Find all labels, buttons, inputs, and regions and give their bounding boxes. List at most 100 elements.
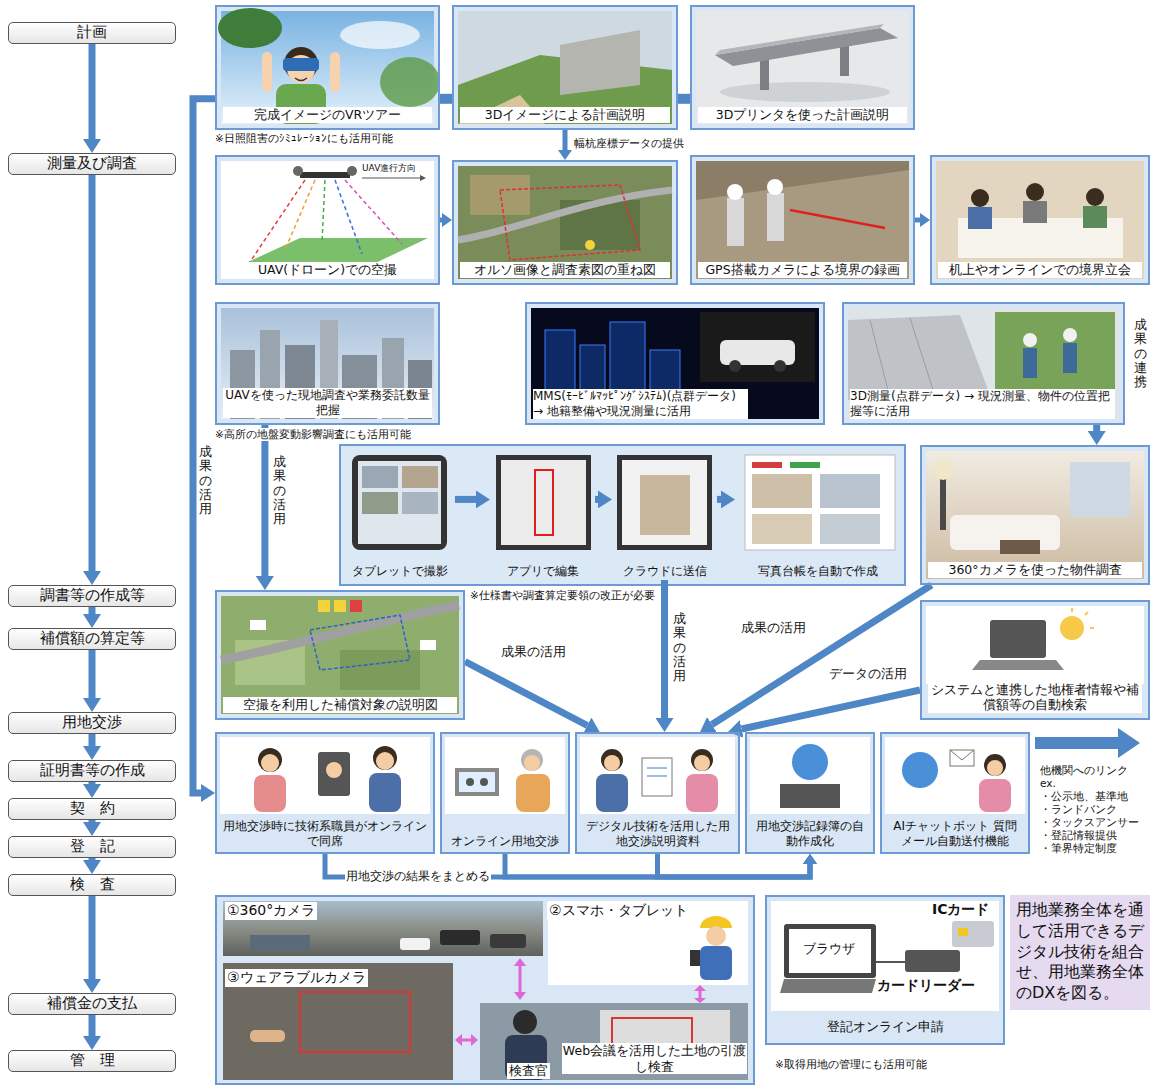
caption: AIチャットボット 質問メール自動送付機能 [888, 819, 1022, 849]
connector-arrow [1093, 425, 1100, 431]
process-step: 契 約 [8, 798, 176, 820]
summary-text: 用地業務全体を通して活用できるデジタル技術を組合せ、用地業務全体のDXを図る。 [1016, 900, 1144, 1004]
search-illustration [926, 606, 1144, 684]
photo-card: 360°カメラを使った物件調査 [920, 445, 1150, 585]
edge-label: データの活用 [828, 666, 908, 682]
note-text: ・登記情報提供 [1040, 829, 1117, 842]
negotiation-illustrations [220, 737, 1025, 814]
room-photo [926, 451, 1144, 579]
connector-arrow [89, 44, 96, 139]
connector-arrow [717, 496, 721, 503]
process-step: 証明書等の作成 [8, 760, 176, 782]
edge-label: 成果の活用 [673, 612, 686, 683]
online-registry-illustration [771, 901, 999, 1011]
photo-card: ①360°カメラ ②スマホ・タブレット ③ウェアラブルカメラ検査官 Web会議を活用し… [215, 895, 755, 1085]
edge-label: 成果の活用 [740, 620, 807, 636]
connector-arrow [89, 858, 96, 860]
process-step: 管 理 [8, 1050, 176, 1072]
connector-arrow [505, 854, 810, 877]
photo-card: 机上やオンラインでの境界立会 [930, 155, 1150, 285]
note-text: 他機関へのリンク [1040, 764, 1128, 777]
edge-label: 成果の連携 [1134, 318, 1147, 389]
connector-band [440, 94, 452, 104]
photo-card: 完成イメージのVRツアー [215, 5, 440, 130]
connector-arrow [595, 496, 598, 503]
edge-label: 成果の活用 [199, 445, 212, 516]
connector-arrow [89, 1015, 96, 1036]
caption: ICカード [930, 901, 991, 919]
caption: ②スマホ・タブレット [547, 902, 690, 920]
meeting-photo [936, 161, 1144, 279]
caption: ①360°カメラ [225, 902, 317, 920]
photo-card: オルソ画像と調査素図の重ね図 [452, 160, 678, 285]
connector-arrow [193, 99, 215, 793]
step-label: 登 記 [9, 837, 175, 857]
caption: UAV(ドローン)での空撮 [223, 262, 432, 278]
connector-arrow [440, 218, 442, 223]
caption: 登記オンライン申請 [773, 1019, 997, 1035]
process-step: 調書等の作成等 [8, 585, 176, 607]
edge-label: 幅杭座標データの提供 [573, 137, 685, 150]
note-text: ・ランドバンク [1040, 803, 1117, 816]
note-text: ※高所の地盤変動影響調査にも活用可能 [215, 428, 411, 441]
connector-arrow [89, 734, 96, 746]
caption: オルソ画像と調査素図の重ね図 [460, 262, 670, 278]
caption: GPS搭載カメラによる境界の録画 [698, 262, 907, 278]
caption: 机上やオンラインでの境界立会 [938, 262, 1142, 278]
photo-card: 3Dプリンタを使った計画説明 [690, 5, 915, 130]
caption: Web会議を活用した土地の引渡し検査 [562, 1043, 747, 1074]
caption: オンライン用地交渉 [448, 834, 562, 849]
connector-arrow [563, 130, 568, 150]
step-label: 用地交渉 [9, 713, 175, 733]
step-label: 検 査 [9, 875, 175, 895]
connector-arrow [89, 782, 96, 784]
illustration-card: 用地交渉時に技術系職員がオンラインで同席 [215, 732, 435, 854]
uav-photo [221, 161, 434, 279]
caption: 検査官 [507, 1063, 550, 1079]
photo-card: 3Dイメージによる計画説明 [452, 5, 678, 130]
summary-box: 用地業務全体を通して活用できるデジタル技術を組合せ、用地業務全体のDXを図る。 [1010, 895, 1150, 1010]
step-label: 補償額の算定等 [9, 629, 175, 649]
step-label: 補償金の支払 [9, 994, 175, 1014]
process-step: 補償金の支払 [8, 993, 176, 1015]
image-step: タブレットで撮影 [345, 450, 455, 580]
note-text: ※仕様書や調査算定要領の改正が必要 [470, 589, 655, 602]
illustration-card: オンライン用地交渉 [440, 732, 570, 854]
step-label: 契 約 [9, 799, 175, 819]
caption: 3Dイメージによる計画説明 [460, 107, 670, 123]
note-text: UAV進行方向 [362, 163, 416, 174]
connector-band [678, 94, 690, 104]
step-label: 証明書等の作成 [9, 761, 175, 781]
note-text: ※取得用地の管理にも活用可能 [775, 1058, 927, 1071]
note-text: ・公示地、基準地 [1040, 790, 1128, 803]
photo-card: ブラウザICカードカードリーダー登記オンライン申請 [765, 895, 1005, 1045]
note-text: ・筆界特定制度 [1040, 842, 1117, 855]
tablet-images [352, 455, 895, 550]
photo-card: 空撮を利用した補償対象の説明図 [215, 590, 465, 720]
gps-photo [696, 161, 909, 279]
note-text: ・タックスアンサー [1040, 816, 1139, 829]
process-step: 用地交渉 [8, 712, 176, 734]
edge-label: 用地交渉の結果をまとめる [345, 869, 491, 883]
connector-arrow [89, 820, 96, 822]
caption: タブレットで撮影 [351, 564, 449, 578]
note-text: ※日照阻害のｼﾐｭﾚｰｼｮﾝにも活用可能 [215, 132, 393, 145]
caption: 3D測量(点群データ) → 現況測量、物件の位置把握等に活用 [850, 389, 1115, 419]
caption: アプリで編集 [496, 564, 589, 578]
caption: MMS(ﾓｰﾋﾞﾙﾏｯﾋﾟﾝｸﾞｼｽﾃﾑ)(点群データ) → 地籍整備や現況測量… [533, 389, 748, 419]
step-label: 管 理 [9, 1051, 175, 1071]
group-frame [340, 445, 905, 585]
photo-frame [215, 5, 1150, 1085]
photo-card: 3D測量(点群データ) → 現況測量、物件の位置把握等に活用 [842, 302, 1125, 425]
connector-arrow [455, 496, 476, 503]
step-label: 計画 [9, 23, 175, 43]
step-label: 調書等の作成等 [9, 586, 175, 606]
connector-arrow [89, 175, 96, 571]
caption: 3Dプリンタを使った計画説明 [698, 107, 907, 123]
process-step: 測量及び調査 [8, 153, 176, 175]
connector-arrow [465, 662, 587, 726]
city-photo [221, 308, 434, 419]
caption: ③ウェアラブルカメラ [225, 969, 368, 987]
process-step: 登 記 [8, 836, 176, 858]
